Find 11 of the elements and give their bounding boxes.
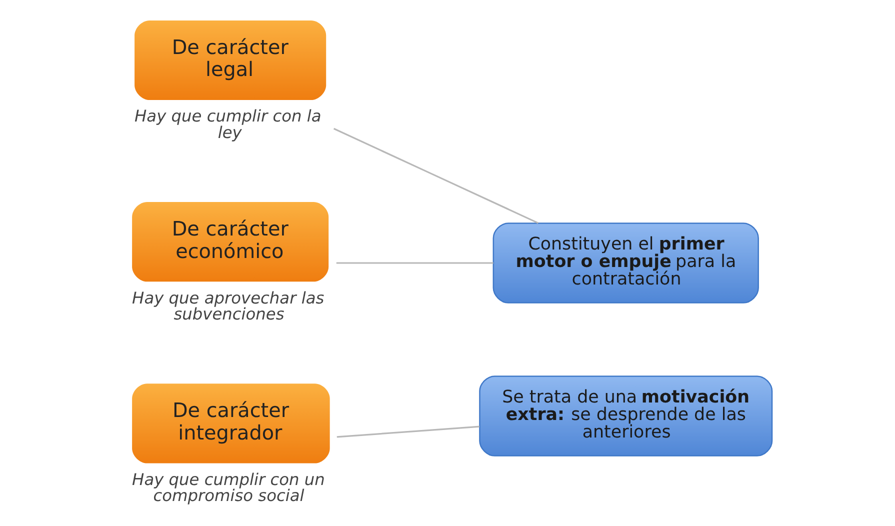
node-label: Hay que aprovechar las subvenciones bbox=[132, 288, 324, 324]
connector bbox=[336, 426, 480, 438]
node-label: Hay que cumplir con la ley bbox=[134, 106, 321, 142]
node-box: De carácter económico bbox=[132, 202, 328, 282]
connector bbox=[336, 262, 493, 264]
node-label: Hay que cumplir con un compromiso social bbox=[132, 470, 324, 506]
node-box: Se trata de una motivación extra: se desprende de las anteriores bbox=[478, 376, 772, 456]
node-box: De carácter legal bbox=[134, 20, 326, 100]
connector bbox=[332, 128, 538, 224]
node-box: Constituyen el primer motor o empuje para la contratación bbox=[492, 222, 758, 304]
node-box: De carácter integrador bbox=[132, 384, 330, 464]
